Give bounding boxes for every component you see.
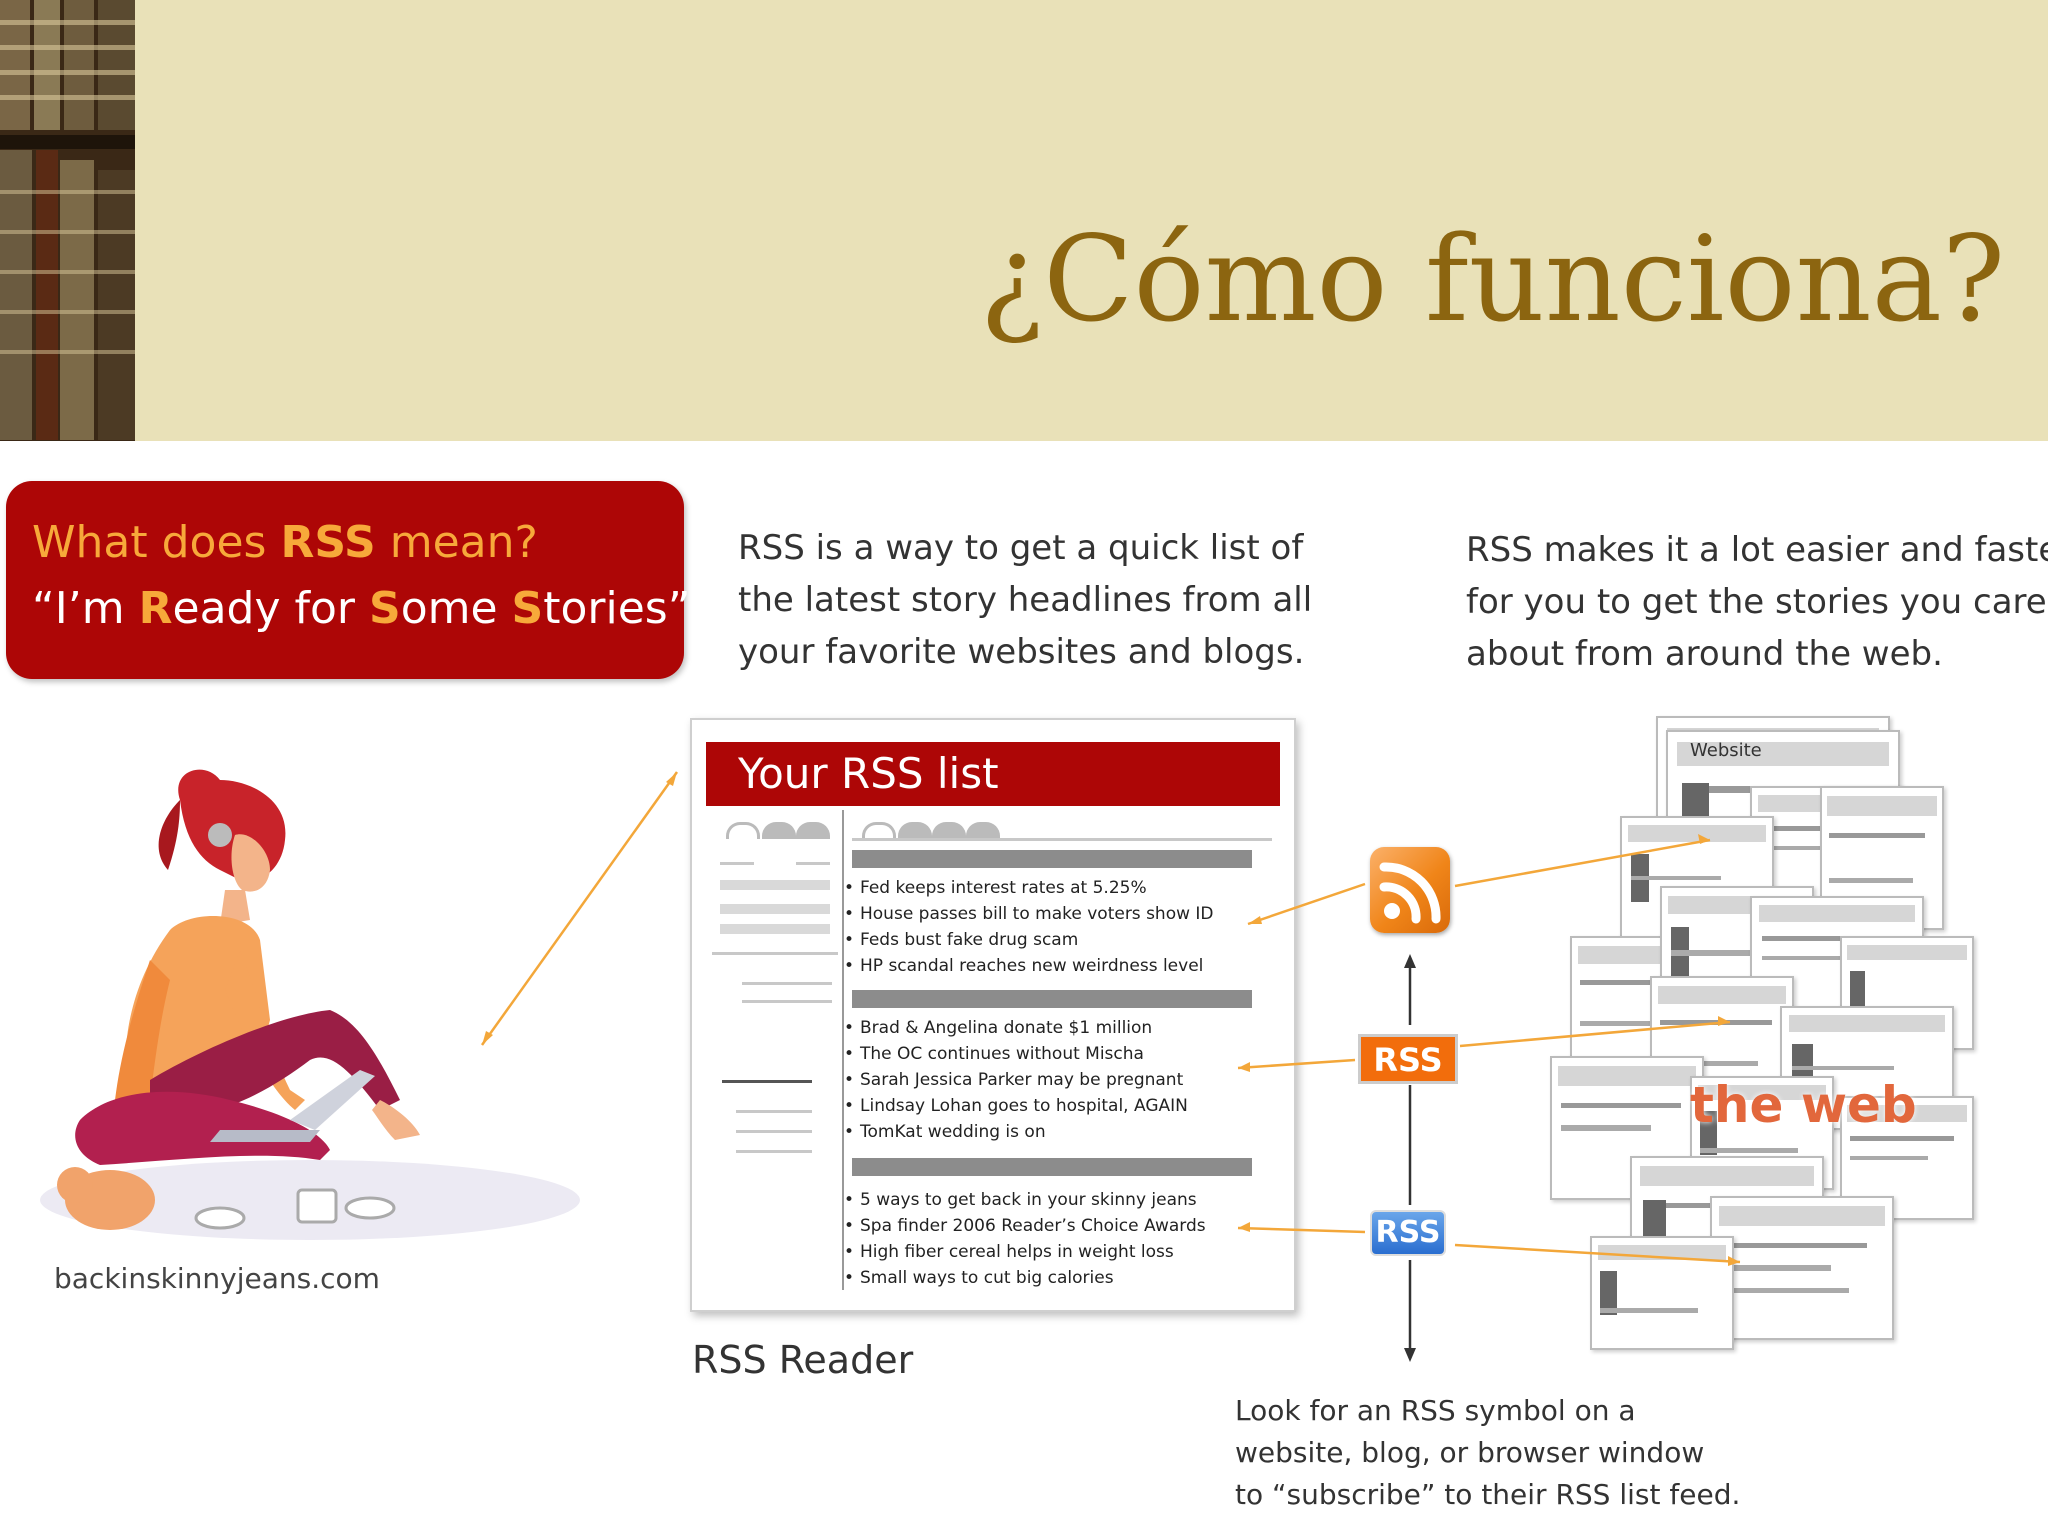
acronym-tories: tories” [543, 583, 691, 634]
question-rss: RSS [280, 517, 376, 568]
ghost-line [736, 1110, 812, 1113]
group-header-bar [852, 850, 1252, 868]
rss-reader-panel: Your RSS list Fed keeps interest rates a… [690, 718, 1296, 1312]
description-right: RSS makes it a lot easier and faster for… [1466, 524, 2048, 680]
headline-item[interactable]: Fed keeps interest rates at 5.25% [844, 878, 1147, 898]
arrow-girl-reader [480, 771, 679, 1046]
the-web-label: the web [1690, 1076, 1917, 1134]
headline-item[interactable]: House passes bill to make voters show ID [844, 904, 1213, 924]
ghost-tab [726, 822, 760, 839]
rss-blue-badge[interactable]: RSS [1370, 1210, 1446, 1256]
ghost-tab [966, 822, 1000, 839]
website-page [1710, 1196, 1894, 1340]
description-middle-line: your favorite websites and blogs. [738, 632, 1305, 672]
group-header-bar [852, 990, 1252, 1008]
headline-item[interactable]: HP scandal reaches new weirdness level [844, 956, 1203, 976]
group-header-bar [852, 1158, 1252, 1176]
description-middle-line: the latest story headlines from all [738, 580, 1313, 620]
instruction-line: website, blog, or browser window [1235, 1436, 1705, 1469]
headline-item[interactable]: Sarah Jessica Parker may be pregnant [844, 1070, 1183, 1090]
rss-orange-badge[interactable]: RSS [1358, 1034, 1458, 1084]
ghost-line [852, 838, 1272, 841]
ghost-line [720, 904, 830, 914]
ghost-line [720, 862, 754, 865]
reader-label: RSS Reader [692, 1338, 914, 1382]
credit-text: backinskinnyjeans.com [54, 1262, 380, 1295]
acronym-open: “I’m [32, 583, 139, 634]
headline-item[interactable]: Feds bust fake drug scam [844, 930, 1078, 950]
ghost-tab [898, 822, 932, 839]
website-page [1840, 1096, 1974, 1220]
headline-item[interactable]: High fiber cereal helps in weight loss [844, 1242, 1174, 1262]
acronym-ome: ome [400, 583, 512, 634]
ghost-line [736, 1130, 812, 1133]
question-text: What does [32, 517, 281, 568]
ghost-line [722, 1080, 812, 1083]
description-right-line: RSS makes it a lot easier and faster [1466, 530, 2048, 570]
ghost-line [720, 880, 830, 890]
headline-item[interactable]: Spa finder 2006 Reader’s Choice Awards [844, 1216, 1206, 1236]
acronym-letter-r: R [138, 583, 173, 634]
ghost-line [712, 952, 838, 955]
rss-feed-icon[interactable] [1370, 847, 1450, 933]
ghost-line [742, 982, 832, 985]
headline-item[interactable]: Small ways to cut big calories [844, 1268, 1114, 1288]
subscribe-instructions: Look for an RSS symbol on a website, blo… [1235, 1390, 1740, 1516]
ghost-line [736, 1150, 812, 1153]
rss-question: What does RSS mean? [32, 517, 538, 568]
acronym-letter-s1: S [368, 583, 401, 634]
ghost-tab [796, 822, 830, 839]
books-photo [0, 0, 135, 441]
instruction-line: Look for an RSS symbol on a [1235, 1394, 1636, 1427]
instruction-line: to “subscribe” to their RSS list feed. [1235, 1478, 1741, 1511]
headline-item[interactable]: TomKat wedding is on [844, 1122, 1046, 1142]
website-page [1550, 1056, 1704, 1200]
headline-item[interactable]: Lindsay Lohan goes to hospital, AGAIN [844, 1096, 1188, 1116]
description-right-line: for you to get the stories you care [1466, 582, 2047, 622]
question-end: mean? [375, 517, 538, 568]
rss-acronym: “I’m Ready for Some Stories” [32, 583, 691, 634]
web-collage [1510, 716, 1980, 1356]
description-right-line: about from around the web. [1466, 634, 1943, 674]
flow-arrows [1237, 834, 1741, 1362]
slide-title: ¿Cómo funciona? [980, 210, 2006, 348]
reader-title: Your RSS list [706, 742, 1280, 806]
rss-definition-box: What does RSS mean? “I’m Ready for Some … [6, 481, 691, 679]
headline-item[interactable]: 5 ways to get back in your skinny jeans [844, 1190, 1197, 1210]
ghost-line [720, 924, 830, 934]
ghost-tab [862, 822, 896, 839]
ghost-tab [762, 822, 796, 839]
acronym-eady: eady for [172, 583, 369, 634]
description-middle-line: RSS is a way to get a quick list of [738, 528, 1304, 568]
reader-divider [842, 810, 844, 1290]
ghost-line [742, 1000, 832, 1003]
header-band [0, 0, 2048, 441]
girl-laptop-illustration [40, 769, 580, 1240]
description-middle: RSS is a way to get a quick list of the … [738, 522, 1312, 678]
website-label: Website [1690, 740, 1762, 761]
headline-item[interactable]: The OC continues without Mischa [844, 1044, 1144, 1064]
ghost-tab [932, 822, 966, 839]
headline-item[interactable]: Brad & Angelina donate $1 million [844, 1018, 1152, 1038]
ghost-line [796, 862, 830, 865]
acronym-letter-s2: S [511, 583, 544, 634]
